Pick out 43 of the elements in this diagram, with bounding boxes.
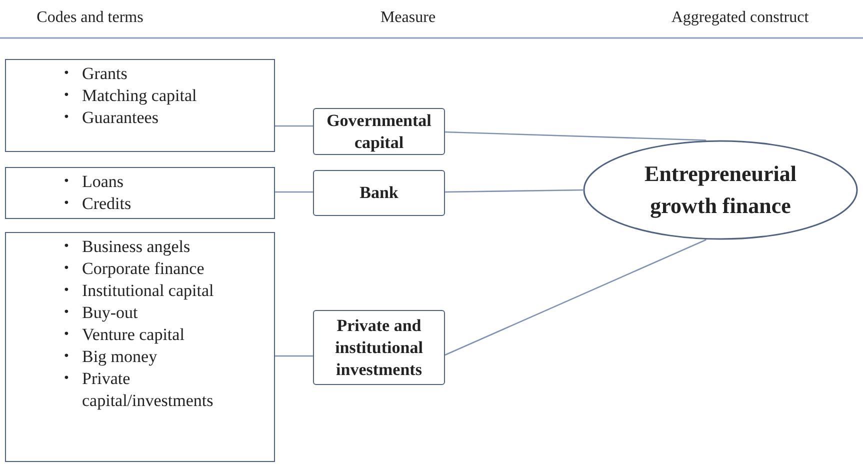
term-list-box: [5, 59, 275, 152]
connector-line: [444, 239, 706, 356]
measure-box: [313, 310, 445, 385]
measure-box: [313, 108, 445, 155]
term-list-box: [5, 232, 275, 462]
list-item: Matching capital: [82, 85, 198, 107]
column-heading: Aggregated construct: [671, 8, 809, 28]
bullet-mark: •: [64, 65, 70, 83]
connector-line: [444, 131, 706, 141]
measure-box: [313, 170, 445, 216]
column-heading: Codes and terms: [36, 8, 144, 28]
list-item: Credits: [82, 193, 132, 215]
list-item: Big money: [82, 346, 158, 368]
bullet-mark: •: [64, 238, 70, 256]
list-item: Guarantees: [82, 107, 160, 129]
list-item: Institutional capital: [82, 280, 215, 302]
connector-line: [275, 125, 313, 127]
list-item: Business angels: [82, 236, 192, 258]
list-item: Private capital/investments: [82, 368, 214, 412]
column-heading: Measure: [380, 8, 436, 28]
connector-line: [275, 191, 313, 193]
list-item: Corporate finance: [82, 258, 206, 280]
list-item: Grants: [82, 63, 128, 85]
bullet-mark: •: [64, 87, 70, 105]
measure-label: Governmental capital: [326, 110, 432, 154]
bullet-mark: •: [64, 173, 70, 191]
bullet-mark: •: [64, 348, 70, 366]
measure-label: Bank: [360, 182, 398, 204]
bullet-mark: •: [64, 195, 70, 213]
connector-line: [275, 355, 313, 357]
bullet-mark: •: [64, 260, 70, 278]
list-item: Buy-out: [82, 302, 139, 324]
construct-label: Entrepreneurial growth finance: [644, 160, 798, 220]
list-item: Loans: [82, 171, 125, 193]
list-item: Venture capital: [82, 324, 186, 346]
bullet-mark: •: [64, 109, 70, 127]
term-list-box: [5, 167, 275, 219]
bullet-mark: •: [64, 304, 70, 322]
bullet-mark: •: [64, 282, 70, 300]
measure-label: Private and institutional investments: [334, 314, 424, 380]
connector-line: [445, 189, 583, 193]
bullet-mark: •: [64, 370, 70, 388]
bullet-mark: •: [64, 326, 70, 344]
